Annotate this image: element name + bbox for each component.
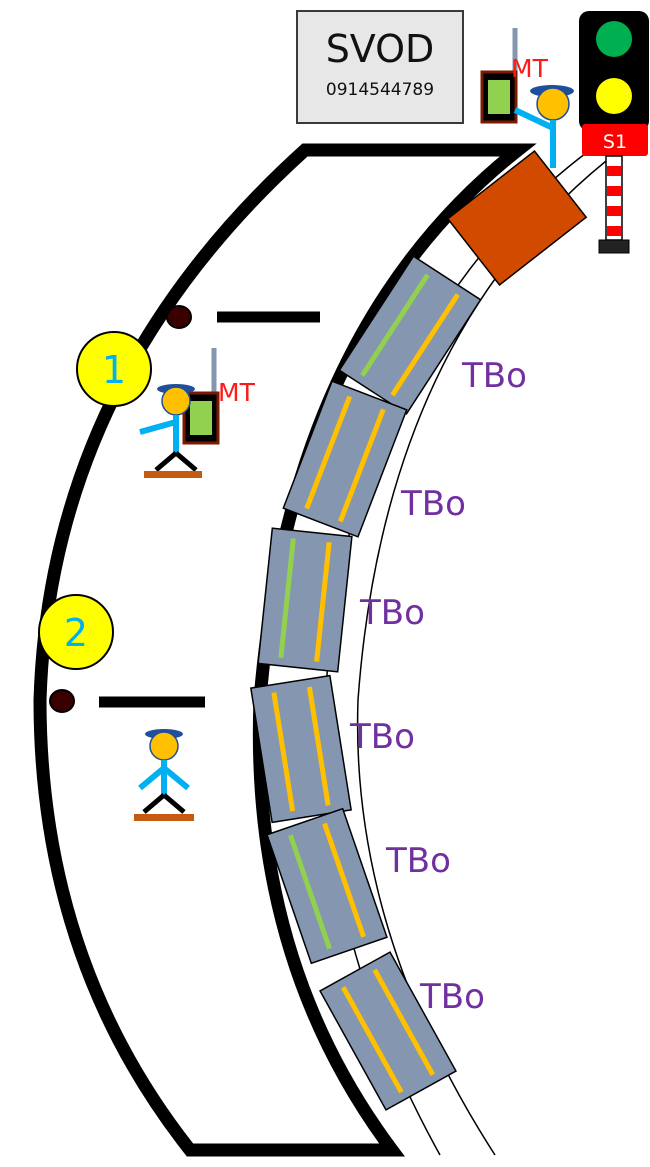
position-number: 2 (64, 611, 88, 655)
signal: S1 (579, 11, 649, 254)
worker-head-icon (536, 87, 570, 121)
signal-yellow-light (596, 78, 632, 114)
sign-phone: 0914544789 (326, 80, 434, 100)
worker-2 (134, 729, 194, 821)
sign-board: SVOD 0914544789 (296, 10, 464, 124)
position-badge (38, 594, 114, 670)
wagon-6 (319, 951, 457, 1111)
wagon-4 (249, 674, 353, 824)
wagon-5 (266, 807, 388, 965)
stop-marker-icon (49, 689, 75, 713)
signal-green-light (596, 21, 632, 57)
signal-plate (582, 124, 648, 156)
stop-marker-icon (166, 305, 192, 329)
position-1: 1 (76, 305, 320, 407)
worker-1: MT (139, 348, 256, 478)
signal-mast (598, 155, 630, 254)
top-worker: MT (480, 28, 574, 168)
worker-head-icon (161, 386, 191, 416)
worker-base (144, 471, 202, 478)
worker-base (134, 814, 194, 821)
wagon-3 (257, 527, 353, 673)
wagon-label: TBo (349, 717, 415, 757)
wagon-label: TBo (419, 977, 485, 1017)
worker-head-icon (149, 731, 179, 761)
wagon-label: TBo (461, 356, 527, 396)
sign-title: SVOD (326, 27, 435, 71)
wagon-1 (338, 255, 482, 415)
wagon-label: TBo (359, 593, 425, 633)
radio-label: MT (218, 378, 256, 407)
position-2: 2 (38, 594, 205, 713)
wagon-label: TBo (385, 841, 451, 881)
radio-label: MT (511, 54, 549, 83)
position-badge (76, 331, 152, 407)
position-number: 1 (102, 348, 126, 392)
signal-name: S1 (603, 131, 627, 153)
locomotive (446, 149, 588, 287)
wagon-2 (282, 380, 408, 538)
wagon-label: TBo (400, 484, 466, 524)
